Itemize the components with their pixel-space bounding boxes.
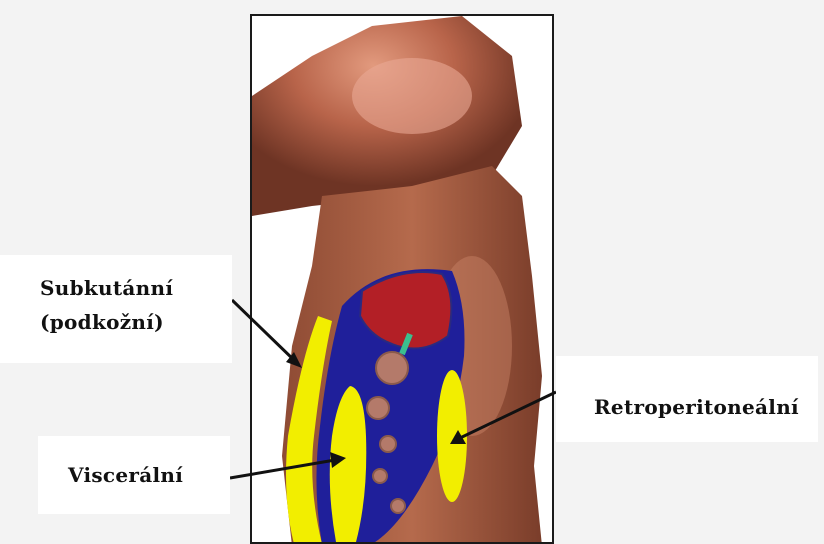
torso-drawing xyxy=(252,16,554,544)
label-subcutaneous-line1: Subkutánní xyxy=(40,271,232,305)
label-retroperitoneal-text: Retroperitoneální xyxy=(594,390,818,424)
intestine xyxy=(391,499,405,513)
anatomy-illustration xyxy=(250,14,554,544)
intestine xyxy=(380,436,396,452)
label-subcutaneous-line2: (podkožní) xyxy=(40,305,232,339)
label-visceral-text: Viscerální xyxy=(68,458,230,492)
label-retroperitoneal: Retroperitoneální xyxy=(556,356,818,442)
shoulder-highlight xyxy=(352,58,472,134)
intestine xyxy=(376,352,408,384)
intestine xyxy=(367,397,389,419)
label-subcutaneous: Subkutánní (podkožní) xyxy=(0,255,232,363)
intestine xyxy=(373,469,387,483)
retroperitoneal-fat xyxy=(437,370,467,502)
label-visceral: Viscerální xyxy=(38,436,230,514)
